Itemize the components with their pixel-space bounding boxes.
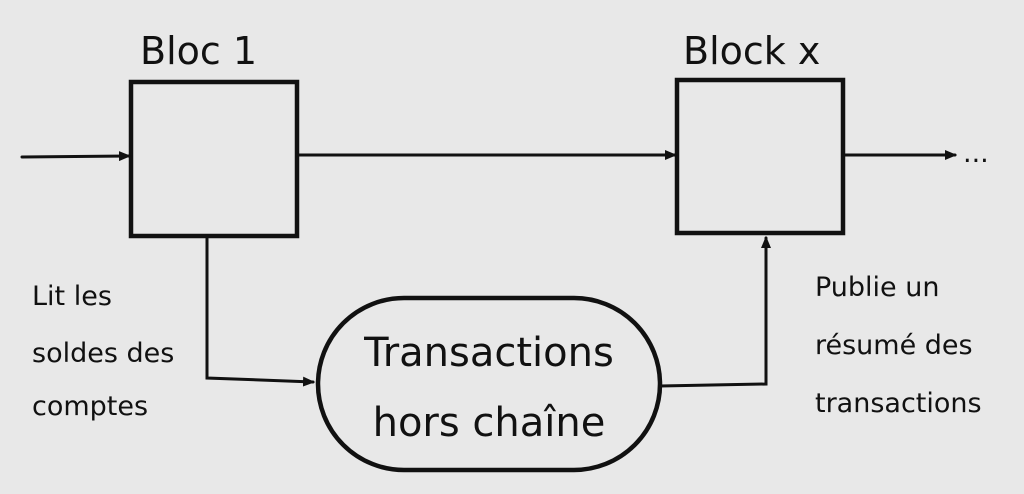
publish-arrow — [658, 236, 771, 388]
svg-text:comptes: comptes — [32, 391, 148, 422]
bloc-1-box — [128, 79, 300, 239]
offchain-line2: hors chaîne — [373, 400, 606, 446]
svg-text:soldes des: soldes des — [32, 338, 174, 369]
block-x-box — [674, 77, 846, 236]
svg-text:transactions: transactions — [815, 388, 982, 419]
incoming-arrow — [20, 151, 131, 162]
left-note: Lit les soldes des comptes — [32, 281, 174, 422]
right-note: Publie un résumé des transactions — [815, 272, 982, 419]
block-x-label: Block x — [683, 29, 820, 73]
offchain-transactions-pill — [315, 295, 663, 473]
offchain-line1: Transactions — [363, 330, 614, 376]
svg-text:résumé des: résumé des — [815, 330, 973, 361]
read-arrow — [205, 234, 315, 387]
svg-text:Lit les: Lit les — [32, 281, 112, 312]
svg-text:Publie un: Publie un — [815, 272, 939, 303]
bloc-1-label: Bloc 1 — [140, 29, 257, 73]
continuation-ellipsis: ... — [963, 138, 989, 169]
